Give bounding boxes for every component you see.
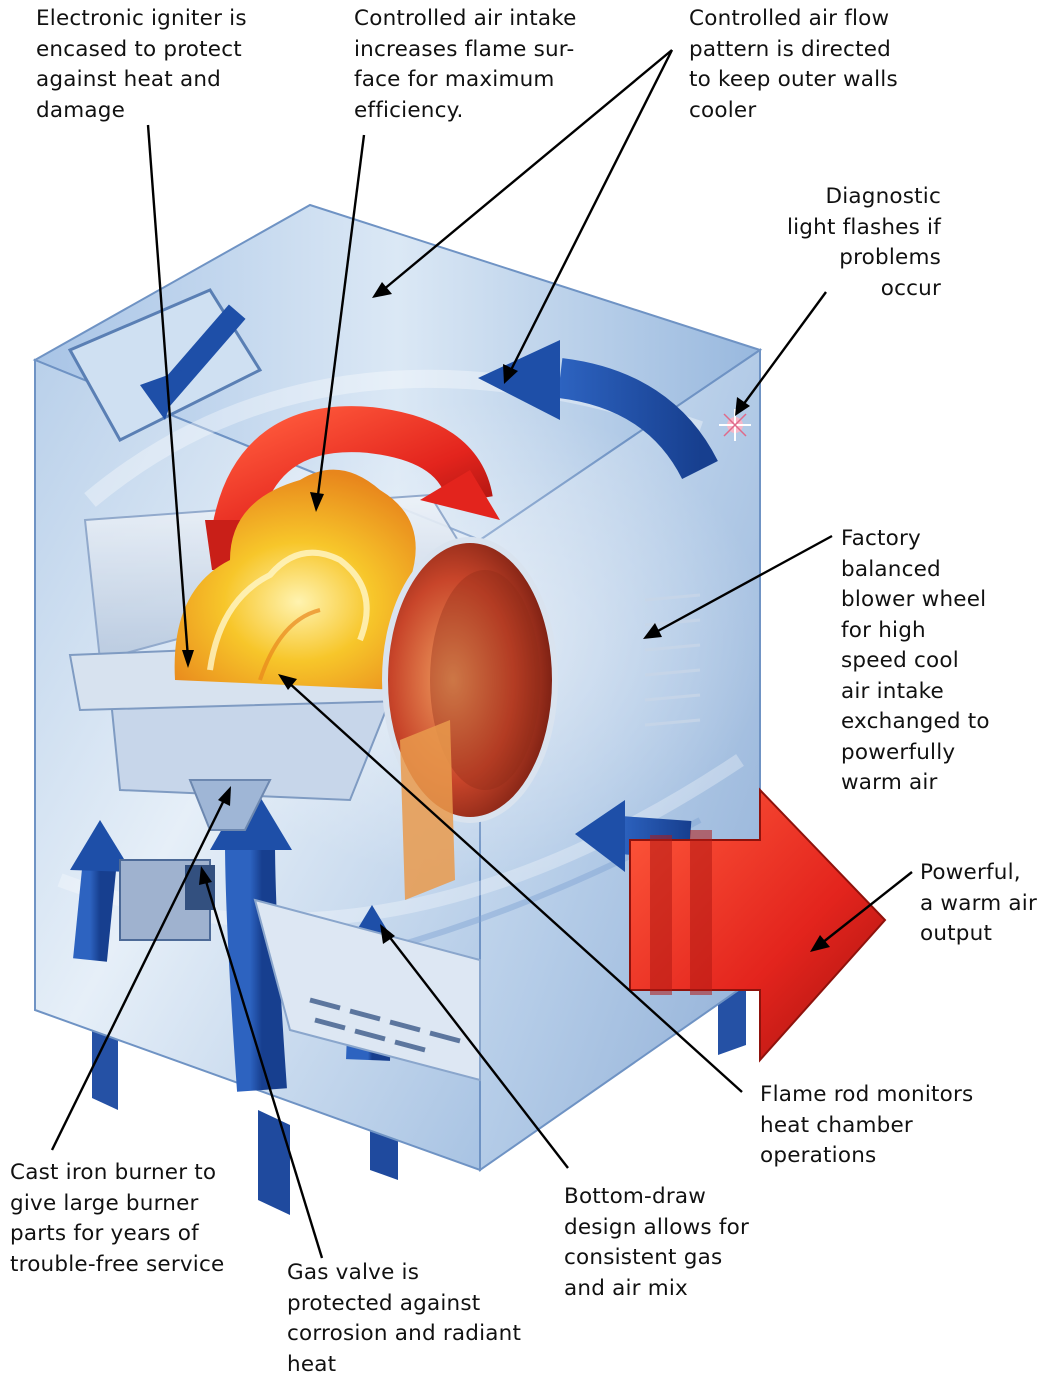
callout-line: trouble-free service xyxy=(10,1250,224,1281)
callout-line: against heat and xyxy=(36,65,247,96)
callout-line: Controlled air flow xyxy=(689,4,898,35)
callout-line: light flashes if xyxy=(787,213,941,244)
callout-line: cooler xyxy=(689,96,898,127)
callout-line: pattern is directed xyxy=(689,35,898,66)
callout-line: encased to protect xyxy=(36,35,247,66)
callout-flame-rod: Flame rod monitors heat chamber operatio… xyxy=(760,1080,973,1172)
callout-line: corrosion and radiant xyxy=(287,1319,521,1350)
callout-line: give large burner xyxy=(10,1189,224,1220)
callout-line: to keep outer walls xyxy=(689,65,898,96)
callout-line: and air mix xyxy=(564,1274,749,1305)
callout-line: exchanged to xyxy=(841,707,990,738)
callout-igniter: Electronic igniter is encased to protect… xyxy=(36,4,247,126)
callout-air-intake: Controlled air intake increases flame su… xyxy=(354,4,577,126)
callout-line: speed cool xyxy=(841,646,990,677)
callout-line: problems xyxy=(787,243,941,274)
callout-line: warm air xyxy=(841,768,990,799)
callout-line: Bottom-draw xyxy=(564,1182,749,1213)
callout-blower-wheel: Factory balanced blower wheel for high s… xyxy=(841,524,990,799)
callout-line: increases flame sur- xyxy=(354,35,577,66)
callout-line: protected against xyxy=(287,1289,521,1320)
callout-line: a warm air xyxy=(920,889,1037,920)
callout-line: powerfully xyxy=(841,738,990,769)
callout-warm-air-output: Powerful, a warm air output xyxy=(920,858,1037,950)
callout-line: output xyxy=(920,919,1037,950)
callout-line: damage xyxy=(36,96,247,127)
callout-line: Factory xyxy=(841,524,990,555)
callout-line: parts for years of xyxy=(10,1219,224,1250)
callout-line: Gas valve is xyxy=(287,1258,521,1289)
callout-line: Diagnostic xyxy=(787,182,941,213)
callout-line: consistent gas xyxy=(564,1243,749,1274)
callout-line: efficiency. xyxy=(354,96,577,127)
callout-line: Cast iron burner to xyxy=(10,1158,224,1189)
callout-line: design allows for xyxy=(564,1213,749,1244)
callout-line: heat chamber xyxy=(760,1111,973,1142)
callout-line: balanced xyxy=(841,555,990,586)
callout-line: Controlled air intake xyxy=(354,4,577,35)
callout-line: Flame rod monitors xyxy=(760,1080,973,1111)
callout-cast-iron-burner: Cast iron burner to give large burner pa… xyxy=(10,1158,224,1280)
callout-line: operations xyxy=(760,1141,973,1172)
callout-line: air intake xyxy=(841,677,990,708)
callout-gas-valve: Gas valve is protected against corrosion… xyxy=(287,1258,521,1380)
callout-air-flow: Controlled air flow pattern is directed … xyxy=(689,4,898,126)
callout-line: Electronic igniter is xyxy=(36,4,247,35)
callout-line: occur xyxy=(787,274,941,305)
callout-line: Powerful, xyxy=(920,858,1037,889)
callout-line: heat xyxy=(287,1350,521,1380)
callout-line: for high xyxy=(841,616,990,647)
callout-diagnostic-light: Diagnostic light flashes if problems occ… xyxy=(787,182,941,304)
callout-bottom-draw: Bottom-draw design allows for consistent… xyxy=(564,1182,749,1304)
callout-line: face for maximum xyxy=(354,65,577,96)
callout-line: blower wheel xyxy=(841,585,990,616)
